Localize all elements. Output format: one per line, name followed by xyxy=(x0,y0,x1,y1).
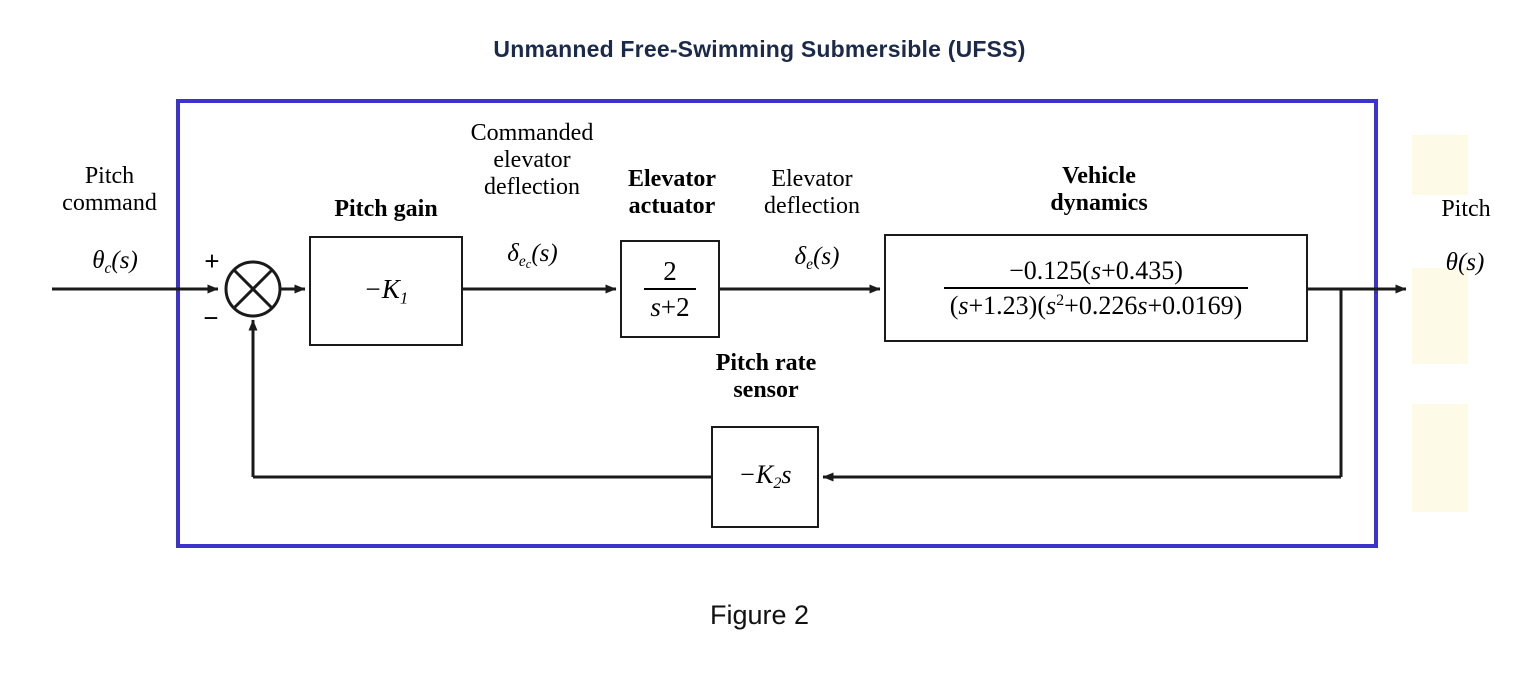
diagram-frame xyxy=(176,99,1378,548)
cmd-elev-line2: elevator xyxy=(493,146,571,173)
sensor-expression: −K2s xyxy=(738,460,791,493)
input-label-line2: command xyxy=(62,189,157,216)
figure-title: Unmanned Free-Swimming Submersible (UFSS… xyxy=(493,36,1026,62)
sensor-line2: sensor xyxy=(733,376,799,403)
theta-glyph: θ xyxy=(92,247,105,274)
delta-subscript-c: c xyxy=(525,256,532,271)
sensor-subscript: 2 xyxy=(773,475,782,493)
sensor-prefix: −K xyxy=(738,460,774,490)
veh-dyn-line1: Vehicle xyxy=(1062,163,1136,189)
elev-act-line2: actuator xyxy=(628,192,716,219)
output-theta-tail: (s) xyxy=(1457,249,1485,276)
veh-num-tail: +0.435) xyxy=(1101,255,1183,285)
veh-den-open: ( xyxy=(949,290,959,320)
vehicle-dynamics-block[interactable]: −0.125(s+0.435) (s+1.23)(s2+0.226s+0.016… xyxy=(884,234,1308,342)
actuator-numerator: 2 xyxy=(663,255,677,286)
cmd-elev-line1: Commanded xyxy=(470,120,594,146)
pitch-gain-title: Pitch gain xyxy=(334,196,438,222)
highlight-bar-bottom xyxy=(1412,404,1468,512)
sensor-tail: s xyxy=(781,460,792,490)
input-label-line1: Pitch xyxy=(84,163,135,189)
veh-dyn-line2: dynamics xyxy=(1050,189,1148,216)
summing-plus-sign: + xyxy=(204,246,220,276)
input-label: Pitch command xyxy=(22,163,197,217)
veh-den-tail2: +0.0169) xyxy=(1147,290,1243,320)
elev-act-line1: Elevator xyxy=(628,166,716,192)
pitch-gain-prefix: −K xyxy=(363,273,400,304)
theta-tail: (s) xyxy=(111,247,138,274)
veh-num-lead: −0.125( xyxy=(1009,255,1091,285)
elev-defl-line1: Elevator xyxy=(771,166,853,192)
pitch-gain-expression: −K1 xyxy=(364,274,409,308)
vehicle-denominator: (s+1.23)(s2+0.226s+0.0169) xyxy=(943,286,1249,320)
veh-den-tail1: +1.23)( xyxy=(968,290,1046,320)
theta-subscript: c xyxy=(104,259,112,277)
output-theta-glyph: θ xyxy=(1445,249,1458,276)
veh-den-exponent: 2 xyxy=(1056,291,1065,309)
veh-num-var: s xyxy=(1090,255,1102,285)
veh-den-var2: s xyxy=(1045,290,1057,320)
vehicle-transfer-function: −0.125(s+0.435) (s+1.23)(s2+0.226s+0.016… xyxy=(943,257,1249,320)
delta-glyph: δ xyxy=(507,240,519,267)
commanded-elevator-deflection-label: Commanded elevator deflection xyxy=(453,120,611,201)
summing-minus-sign: − xyxy=(203,303,219,333)
elevator-deflection-symbol: δe(s) xyxy=(762,243,872,273)
vehicle-dynamics-title: Vehicle dynamics xyxy=(979,163,1219,217)
veh-den-mid: +0.226 xyxy=(1064,290,1138,320)
actuator-denominator: s+2 xyxy=(644,287,696,322)
pitch-gain-block[interactable]: −K1 xyxy=(309,236,463,346)
actuator-transfer-function: 2 s+2 xyxy=(644,255,696,322)
elev-defl-line2: deflection xyxy=(764,192,860,219)
output-signal-label: θ(s) xyxy=(1412,249,1518,277)
actuator-den-var: s xyxy=(650,291,661,322)
delta-e-glyph: δ xyxy=(794,243,807,270)
sensor-line1: Pitch rate xyxy=(715,350,817,376)
vehicle-numerator: −0.125(s+0.435) xyxy=(944,257,1249,287)
highlight-bar-top xyxy=(1412,135,1468,195)
delta-subscript-e: e xyxy=(518,252,526,270)
commanded-elevator-deflection-symbol: δec(s) xyxy=(470,240,595,271)
input-signal-label: θc(s) xyxy=(60,247,170,277)
figure-caption: Figure 2 xyxy=(709,600,810,630)
output-label: Pitch xyxy=(1441,196,1491,222)
delta-e-subscript: e xyxy=(806,255,814,273)
delta-e-tail: (s) xyxy=(813,243,840,270)
veh-den-var3: s xyxy=(1137,290,1148,320)
actuator-den-rest: +2 xyxy=(660,291,690,322)
highlight-bar-middle xyxy=(1412,268,1468,364)
elevator-deflection-label: Elevator deflection xyxy=(745,166,879,220)
veh-den-var1: s xyxy=(958,290,969,320)
pitch-rate-sensor-title: Pitch rate sensor xyxy=(678,350,854,404)
delta-tail: (s) xyxy=(531,240,558,267)
pitch-gain-subscript: 1 xyxy=(399,288,409,308)
pitch-rate-sensor-block[interactable]: −K2s xyxy=(711,426,819,528)
elevator-actuator-title: Elevator actuator xyxy=(607,166,737,220)
elevator-actuator-block[interactable]: 2 s+2 xyxy=(620,240,720,338)
cmd-elev-line3: deflection xyxy=(484,173,580,200)
